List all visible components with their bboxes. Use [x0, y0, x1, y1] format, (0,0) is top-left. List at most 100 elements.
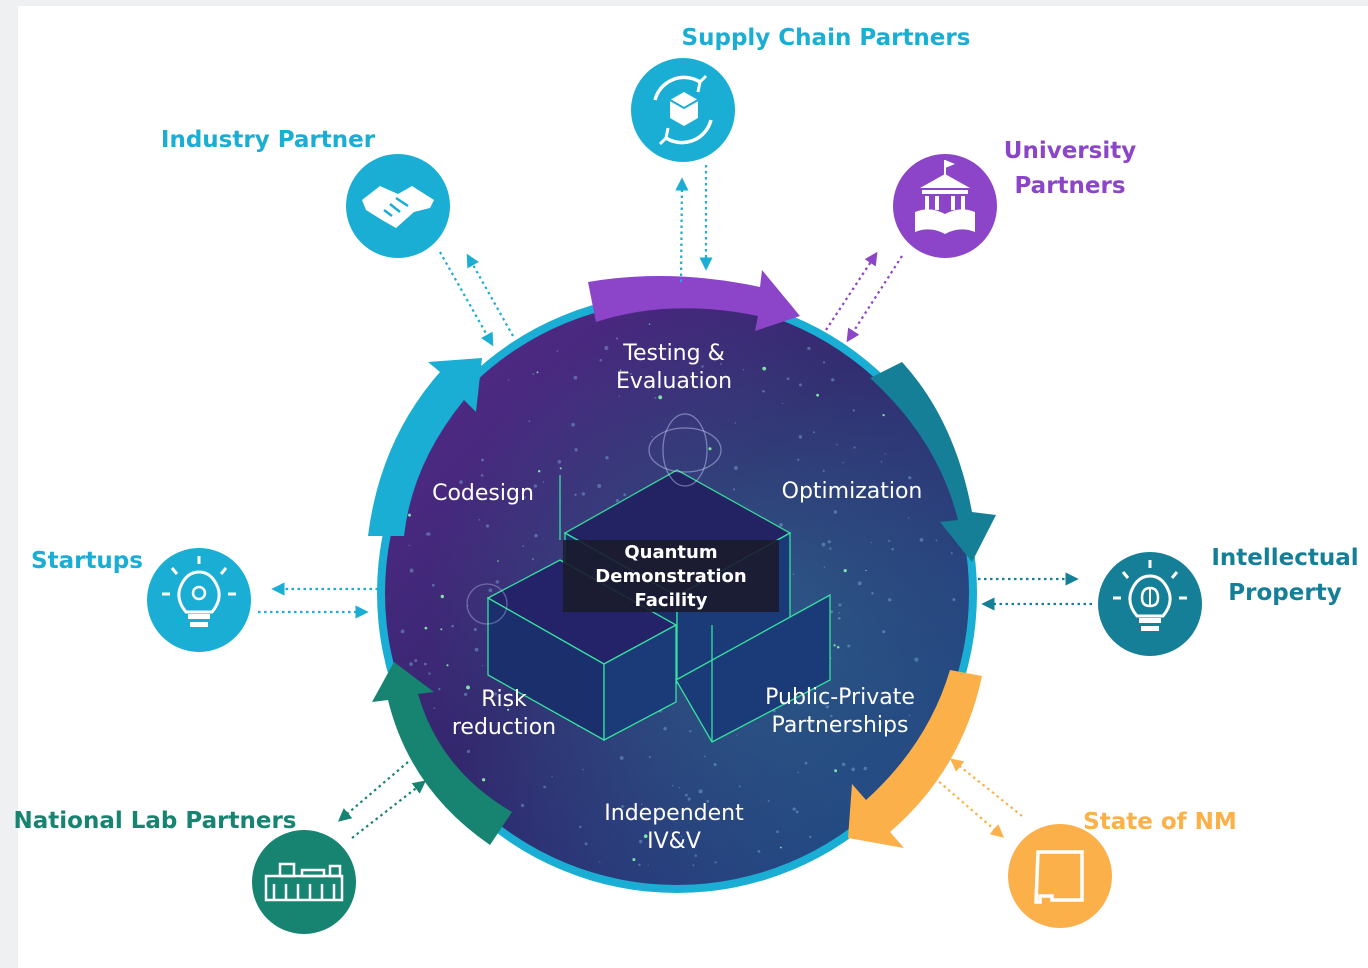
circuit-dot: [789, 722, 793, 726]
circuit-dot: [779, 846, 782, 849]
label-ip-line2: Property: [1228, 580, 1341, 606]
circuit-dot: [506, 708, 510, 711]
circuit-dot: [698, 789, 703, 794]
circuit-dot: [836, 443, 838, 446]
stage-ppp-line2: Partnerships: [772, 713, 909, 738]
circuit-dot: [853, 446, 856, 449]
circuit-dot: [838, 603, 842, 607]
circuit-dot: [481, 458, 484, 462]
circuit-dot: [781, 402, 784, 405]
circuit-dot: [414, 659, 418, 663]
circuit-dot: [571, 422, 575, 427]
circuit-dot: [919, 538, 924, 542]
connector-supply-in: [675, 177, 689, 283]
partner-supply-chain: Supply Chain Partners: [631, 25, 970, 162]
cycle-box-icon: [653, 74, 713, 146]
circuit-dot: [908, 714, 911, 717]
circuit-dot: [935, 539, 938, 542]
circuit-dot: [433, 707, 436, 710]
circuit-dot: [838, 612, 840, 614]
circuit-dot: [762, 366, 767, 371]
circuit-dot: [851, 767, 856, 772]
circuit-dot: [684, 793, 688, 797]
circuit-dot: [451, 624, 454, 628]
circuit-dot: [426, 532, 431, 536]
circuit-dot: [829, 547, 832, 550]
partner-state-nm: State of NM: [1008, 809, 1237, 928]
circuit-dot: [409, 662, 413, 666]
connector-state-in: [949, 758, 1023, 817]
circuit-dot: [497, 694, 500, 697]
circuit-dot: [734, 422, 737, 424]
center-title-box: [563, 540, 779, 612]
center-title-line2: Demonstration: [595, 566, 746, 587]
circuit-dot: [857, 581, 862, 586]
center-title-line1: Quantum: [624, 542, 717, 563]
circuit-dot: [779, 522, 783, 527]
circuit-dot: [671, 785, 674, 787]
circuit-dot: [542, 481, 545, 483]
lightbulb-gear-icon: [162, 556, 236, 627]
connector-industry-out: [466, 253, 514, 337]
circuit-dot: [459, 480, 463, 484]
circuit-dot: [952, 598, 956, 601]
circuit-dot: [615, 499, 619, 503]
stage-codesign: Codesign: [432, 481, 534, 506]
circuit-dot: [440, 628, 443, 631]
label-university-line1: University: [1004, 138, 1136, 164]
circuit-dot: [871, 591, 874, 595]
circuit-dot: [762, 389, 765, 393]
circuit-dot: [438, 687, 441, 691]
circuit-dot: [619, 756, 624, 760]
circuit-dot: [797, 458, 800, 461]
label-state-nm: State of NM: [1083, 809, 1237, 835]
circuit-dot: [533, 484, 538, 488]
circuit-dot: [891, 547, 894, 551]
circuit-dot: [409, 568, 414, 573]
circuit-dot: [522, 545, 524, 547]
circuit-dot: [827, 540, 831, 544]
circuit-dot: [914, 657, 919, 662]
circuit-dot: [801, 485, 804, 488]
cycle-arrow-cyan: [368, 358, 482, 536]
circuit-dot: [830, 378, 835, 382]
circuit-dot: [888, 539, 891, 542]
circuit-dot: [757, 849, 761, 853]
circuit-dot: [703, 755, 706, 758]
circuit-dot: [621, 805, 624, 808]
circuit-dot: [474, 647, 479, 652]
label-university-line2: Partners: [1014, 173, 1125, 199]
circuit-dot: [605, 455, 609, 460]
stage-optimization: Optimization: [782, 479, 923, 504]
circuit-dot: [574, 493, 577, 497]
circuit-dot: [678, 786, 681, 789]
circuit-dot: [804, 761, 808, 765]
label-startups: Startups: [31, 548, 143, 574]
circuit-dot: [708, 447, 712, 451]
partner-industry: Industry Partner: [161, 127, 450, 258]
circuit-dot: [584, 842, 588, 846]
circuit-dot: [837, 616, 841, 620]
circuit-dot: [654, 396, 657, 399]
circuit-dot: [687, 797, 691, 801]
connectors: [258, 165, 1092, 839]
circuit-dot: [582, 768, 584, 771]
circuit-dot: [663, 727, 667, 731]
circuit-dot: [865, 569, 867, 572]
circuit-dot: [807, 346, 811, 351]
circuit-dot: [556, 350, 559, 352]
circuit-dot: [821, 542, 826, 547]
circuit-dot: [473, 628, 477, 632]
circuit-dot: [632, 858, 636, 862]
circuit-dot: [638, 863, 641, 867]
circuit-dot: [680, 835, 683, 837]
circuit-dot: [767, 799, 770, 802]
circuit-dot: [882, 413, 885, 417]
cycle-arrow-teal: [870, 362, 996, 562]
connector-lab-out: [337, 761, 409, 822]
circuit-dot: [648, 323, 651, 325]
circuit-dot: [424, 626, 428, 630]
circuit-dot: [629, 372, 632, 375]
circuit-dot: [493, 692, 498, 696]
circuit-dot: [822, 361, 826, 364]
